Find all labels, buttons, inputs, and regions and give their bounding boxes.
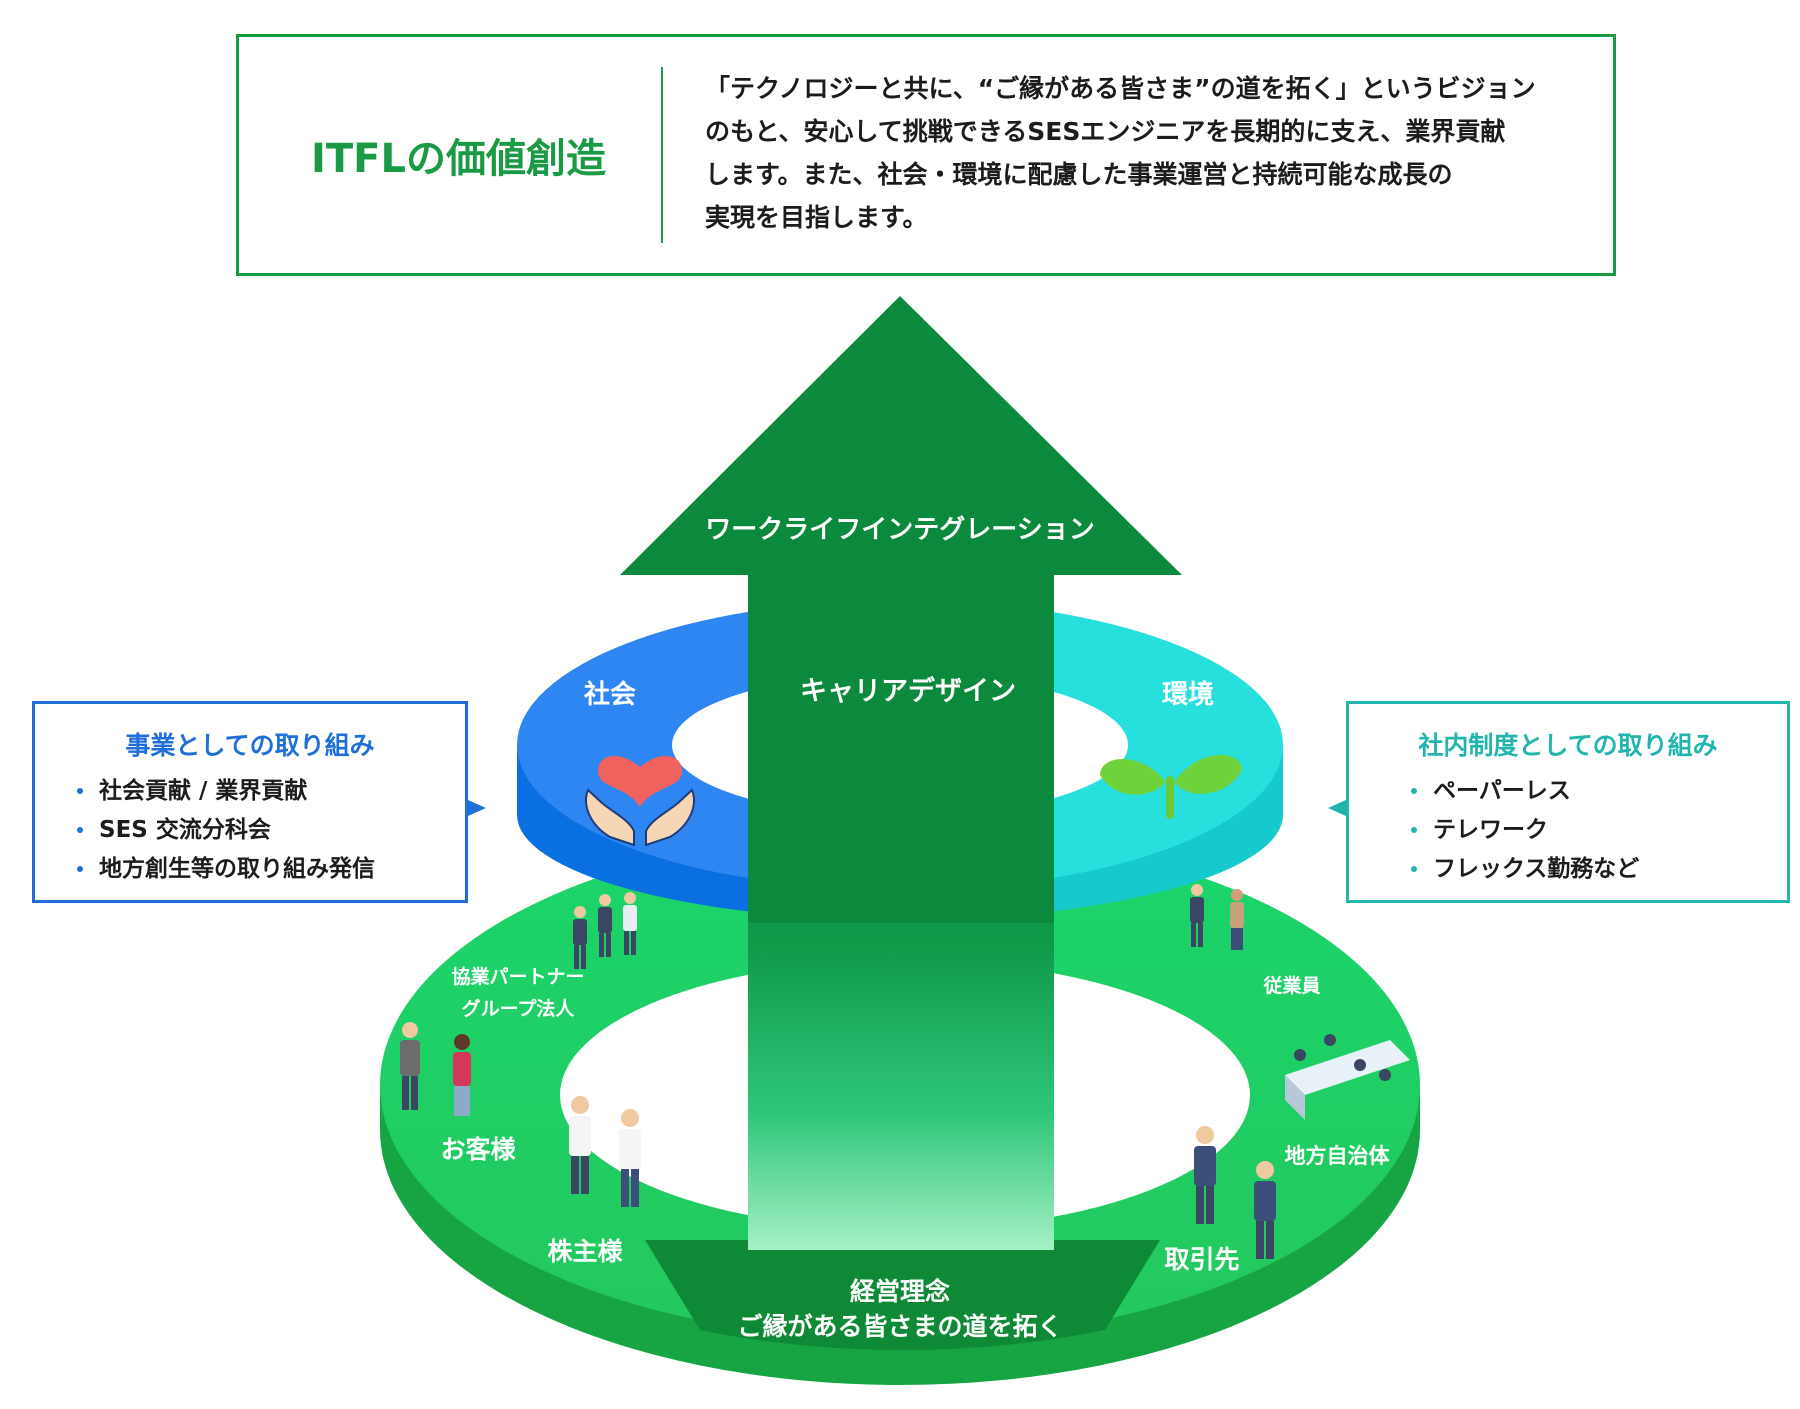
arrow-label-mid: キャリアデザイン: [800, 675, 1016, 707]
internal-system-title: 社内制度としての取り組み: [1418, 731, 1718, 760]
philosophy-text: ご縁がある皆さまの道を拓く: [737, 1312, 1062, 1341]
local-gov-label: 地方自治体: [1285, 1144, 1391, 1168]
list-item: フレックス勤務など: [1411, 850, 1639, 889]
sprout-icon: [1100, 754, 1242, 819]
customers-label: お客様: [440, 1135, 516, 1164]
meeting-table: [1285, 1034, 1410, 1120]
business-initiatives-title: 事業としての取り組み: [125, 731, 375, 760]
clients-label: 取引先: [1164, 1245, 1239, 1274]
internal-system-list: ペーパーレス テレワーク フレックス勤務など: [1411, 772, 1639, 889]
description-line: します。また、社会・環境に配慮した事業運営と持続可能な成長の: [705, 160, 1453, 189]
person-figure-icon: [400, 884, 1276, 1259]
list-item: 地方創生等の取り組み発信: [77, 850, 375, 889]
right-pointer: [1328, 800, 1346, 816]
internal-system-box: 社内制度としての取り組み ペーパーレス テレワーク フレックス勤務など: [1346, 701, 1790, 903]
list-item: テレワーク: [1411, 811, 1639, 850]
philosophy-title: 経営理念: [850, 1277, 950, 1306]
header-divider: [661, 67, 663, 243]
description-line: 実現を目指します。: [705, 203, 928, 232]
list-item: SES 交流分科会: [77, 811, 375, 850]
shareholders-label: 株主様: [547, 1237, 623, 1266]
arrow-shaft-upper: [748, 575, 1054, 923]
left-pointer: [468, 800, 486, 816]
arrow-head: [620, 296, 1182, 575]
environment-label: 環境: [1162, 679, 1214, 710]
philosophy-block: [645, 1240, 1160, 1351]
partners-label: 協業パートナー: [451, 965, 584, 988]
business-initiatives-list: 社会貢献 / 業界貢献 SES 交流分科会 地方創生等の取り組み発信: [77, 772, 375, 889]
value-creation-box: ITFLの価値創造 「テクノロジーと共に、“ご縁がある皆さま”の道を拓く」という…: [236, 34, 1616, 276]
description-line: のもと、安心して挑戦できるSESエンジニアを長期的に支え、業界貢献: [705, 117, 1506, 146]
heart-hands-icon: [585, 755, 695, 847]
list-item: 社会貢献 / 業界貢献: [77, 772, 375, 811]
social-label: 社会: [584, 679, 636, 710]
list-item: ペーパーレス: [1411, 772, 1639, 811]
value-creation-title: ITFLの価値創造: [311, 136, 606, 182]
group-label: グループ法人: [462, 997, 576, 1020]
description-line: 「テクノロジーと共に、“ご縁がある皆さま”の道を拓く」というビジョン: [705, 74, 1536, 103]
value-creation-description: 「テクノロジーと共に、“ご縁がある皆さま”の道を拓く」というビジョン のもと、安…: [705, 67, 1585, 239]
business-initiatives-box: 事業としての取り組み 社会貢献 / 業界貢献 SES 交流分科会 地方創生等の取…: [32, 701, 468, 903]
arrow-label-top: ワークライフインテグレーション: [705, 515, 1094, 545]
employees-label: 従業員: [1262, 974, 1320, 997]
